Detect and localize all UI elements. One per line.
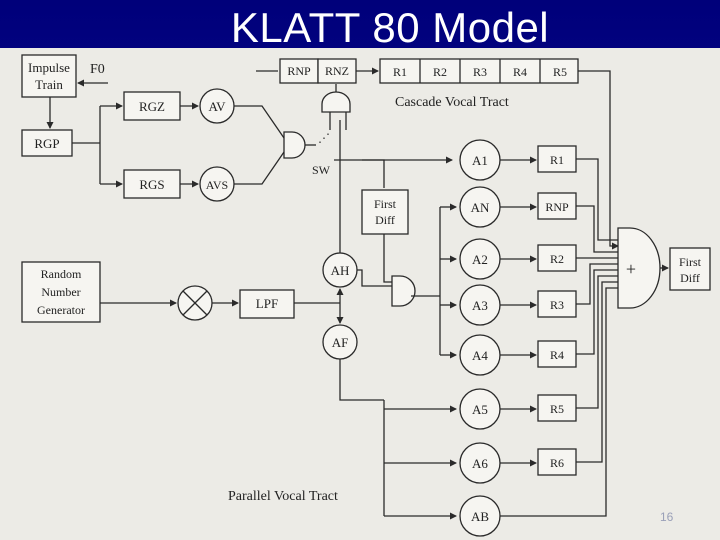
random-gen-label-2: Number (41, 285, 80, 299)
sw-label: SW (312, 163, 331, 177)
random-gen-label-3: Generator (37, 303, 85, 317)
cascade-r5: R5 (553, 65, 567, 79)
impulse-train-box (21, 54, 77, 98)
lpf-box (239, 289, 295, 319)
klatt-diagram: Impulse Train F0 RGP RGZ RGS AV AVS ⋰ SW… (0, 48, 720, 540)
impulse-train-label-1: Impulse (28, 60, 70, 75)
rgp-label: RGP (34, 136, 59, 151)
cascade-vocal-tract-label: Cascade Vocal Tract (395, 95, 509, 110)
cascade-r4: R4 (513, 65, 527, 79)
rnz-label: RNZ (325, 64, 349, 78)
p-r1-box (537, 145, 577, 173)
af-label: AF (332, 335, 349, 350)
output-sum-gate (617, 227, 661, 309)
a2-label: A2 (472, 252, 488, 267)
p-r5-box (537, 394, 577, 422)
rnp-cascade-label: RNP (287, 64, 311, 78)
p-rnp-box (537, 192, 577, 220)
a4-label: A4 (472, 348, 488, 363)
svg-text:⋰: ⋰ (318, 131, 330, 145)
first-diff-out-label-2: Diff (680, 271, 700, 285)
first-diff-out-label-1: First (679, 255, 702, 269)
p-r2-label: R2 (550, 252, 564, 266)
p-r5-label: R5 (550, 402, 564, 416)
parallel-resonators: R1 RNP R2 R3 R4 R5 R6 (537, 145, 577, 476)
ah-label: AH (331, 263, 350, 278)
page-number: 16 (660, 510, 674, 524)
random-number-generator-box (21, 261, 101, 323)
impulse-train-label-2: Train (35, 77, 63, 92)
p-r4-label: R4 (550, 348, 564, 362)
a3-label: A3 (472, 298, 488, 313)
f0-label: F0 (90, 62, 105, 77)
rgs-label: RGS (139, 177, 164, 192)
lpf-label: LPF (256, 296, 278, 311)
cascade-r3: R3 (473, 65, 487, 79)
av-label: AV (208, 99, 226, 114)
slide-title: KLATT 80 Model (230, 4, 550, 51)
a6-label: A6 (472, 456, 488, 471)
parallel-amplitudes: A1 AN A2 A3 A4 A5 A6 AB (459, 139, 501, 537)
first-diff-out-box (669, 247, 711, 291)
a1-label: A1 (472, 153, 488, 168)
random-gen-label-1: Random (41, 267, 82, 281)
first-diff-mid-label-2: Diff (375, 213, 395, 227)
cascade-sum-gate (321, 91, 351, 113)
cascade-resonators: R1 R2 R3 R4 R5 (393, 59, 567, 83)
rgz-label: RGZ (139, 99, 165, 114)
p-r1-label: R1 (550, 153, 564, 167)
avs-label: AVS (206, 178, 228, 192)
an-label: AN (471, 200, 490, 215)
p-r3-label: R3 (550, 298, 564, 312)
ab-label: AB (471, 509, 489, 524)
p-r3-box (537, 290, 577, 318)
cascade-r2: R2 (433, 65, 447, 79)
first-diff-mid-box (361, 189, 409, 235)
first-diff-mid-label-1: First (374, 197, 397, 211)
source-sum-gate (283, 131, 306, 159)
parallel-vocal-tract-label: Parallel Vocal Tract (228, 489, 338, 504)
parallel-sum-gate (391, 275, 416, 307)
p-rnp-label: RNP (545, 200, 569, 214)
sum-symbol: + (626, 259, 636, 279)
rgs-box (123, 169, 181, 199)
cascade-r1: R1 (393, 65, 407, 79)
p-r6-label: R6 (550, 456, 564, 470)
a5-label: A5 (472, 402, 488, 417)
